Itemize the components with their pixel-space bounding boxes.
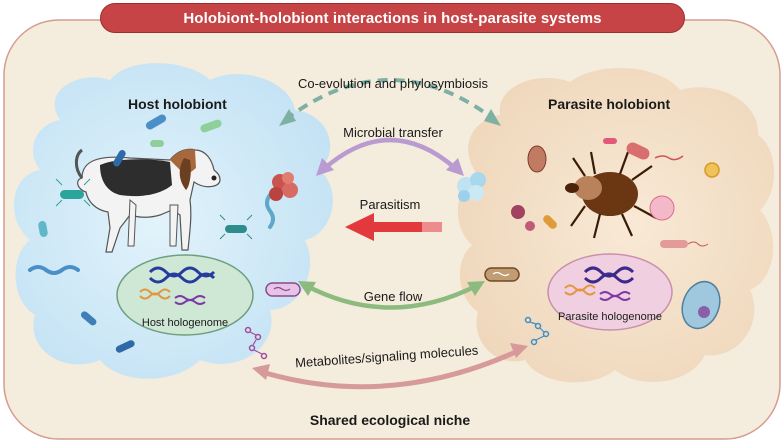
microbial-transfer-label: Microbial transfer [343,125,443,140]
host-hologenome-label: Host hologenome [142,317,228,329]
coevolution-arrow [279,78,501,126]
gene-flow-label: Gene flow [364,289,423,304]
metabolites-arrow [252,343,528,390]
host-microbes [28,114,275,353]
parasite-hologenome [547,253,673,331]
parasitism-label: Parasitism [360,197,421,212]
coevolution-label: Co-evolution and phylosymbiosis [298,76,489,91]
host-gene-bacterium-icon [265,282,301,297]
niche-label: Shared ecological niche [310,412,470,428]
host-holobiont-title: Host holobiont [128,96,227,112]
parasite-holobiont-cloud [457,68,774,383]
host-hologenome [116,254,254,336]
parasite-gene-bacterium-icon [484,267,520,282]
figure-title: Holobiont-holobiont interactions in host… [183,9,602,27]
parasitism-arrow [345,213,442,241]
gene-flow-arrow [298,281,485,310]
parasite-hologenome-label: Parasite hologenome [558,311,662,323]
microbial-transfer-arrow [316,137,464,176]
host-metabolite-molecule-icon [244,326,268,360]
host-cell-cluster-icon [269,172,298,201]
protozoan-icon [681,280,721,330]
title-banner: Holobiont-holobiont interactions in host… [100,3,685,33]
tick-icon [565,151,657,239]
dog-icon [74,148,221,253]
parasite-cell-cluster-icon [457,172,486,202]
parasite-microbes [511,138,720,248]
parasite-holobiont-title: Parasite holobiont [548,96,670,112]
parasite-metabolite-molecule-icon [524,316,550,346]
